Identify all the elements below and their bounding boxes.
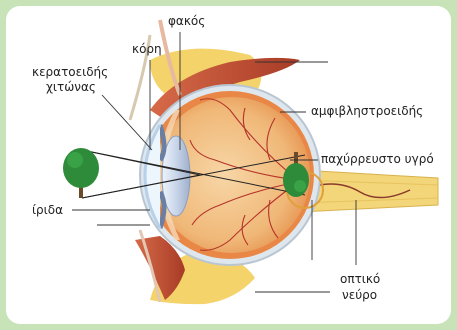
label-lens: φακός [168,14,205,28]
label-optic-line2: νεύρο [342,288,377,302]
label-vitreous: παχύρρευστο υγρό [321,152,434,166]
label-cornea-line2: χιτώνας [46,80,96,94]
label-iris: ίριδα [32,203,63,217]
label-cornea-line1: κερατοειδής [32,65,108,79]
label-optic-line1: οπτικό [340,272,380,286]
label-pupil: κόρη [132,42,162,56]
label-retina: αμφιβληστροειδής [311,104,423,118]
object-tree-icon [63,148,99,198]
